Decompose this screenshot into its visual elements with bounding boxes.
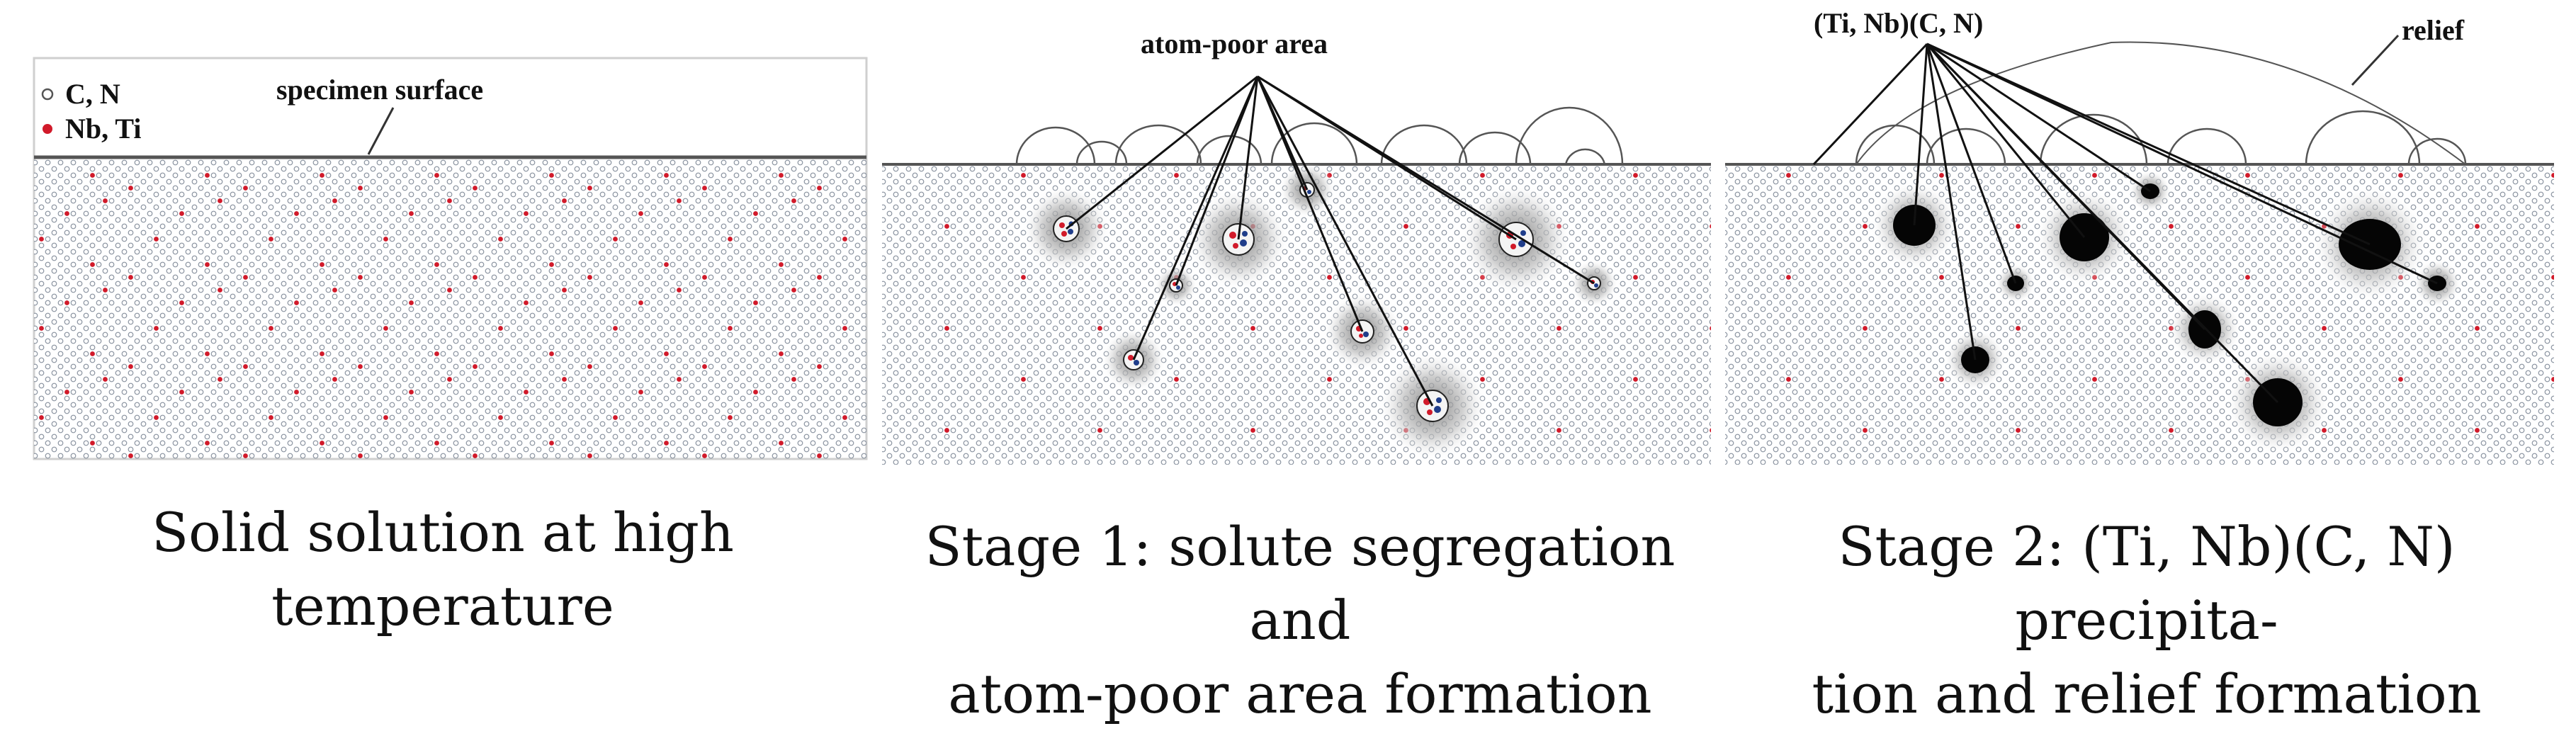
specimen-surface-leader	[367, 107, 395, 155]
panel-1: C, N Nb, Ti specimen surface	[33, 57, 868, 460]
panel-2-caption: Stage 1: solute segregation and atom-poo…	[925, 515, 1676, 725]
panel-3-caption: Stage 2: (Ti, Nb)(C, N) precipita- tion …	[1812, 515, 2482, 725]
precipitate-leaders	[1812, 42, 2438, 404]
legend-nbti-label: Nb, Ti	[65, 113, 141, 144]
panel-1-caption: Solid solution at high temperature	[152, 501, 734, 638]
precipitate-label: (Ti, Nb)(C, N)	[1814, 7, 1983, 39]
atom-poor-area-label: atom-poor area	[1141, 28, 1328, 60]
legend-nbti-marker	[43, 124, 52, 134]
panel-2-relief-bumps	[1015, 106, 1624, 165]
microstructure-figure: C, N Nb, Ti specimen surface	[33, 7, 2554, 465]
panel-3-relief-bumps	[1855, 41, 2467, 165]
panel-1-solute-atoms	[34, 157, 866, 459]
diagram-stage: C, N Nb, Ti specimen surface	[33, 7, 2554, 725]
atom-poor-leaders	[1066, 75, 1595, 407]
panel-2: atom-poor area	[882, 28, 1711, 465]
legend-cn-label: C, N	[65, 78, 120, 110]
relief-label: relief	[2402, 14, 2465, 46]
specimen-surface-label: specimen surface	[276, 74, 483, 106]
relief-leader	[2351, 34, 2400, 86]
panel-3: (Ti, Nb)(C, N) relief	[1725, 7, 2554, 465]
legend-cn-marker	[41, 88, 54, 101]
